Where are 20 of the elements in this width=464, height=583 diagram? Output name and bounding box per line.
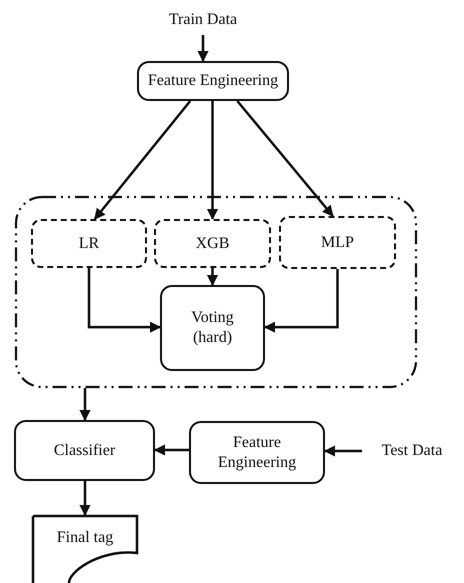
- arrow: [154, 444, 189, 456]
- arrow: [206, 101, 218, 220]
- process-box: Feature Engineering: [189, 421, 325, 484]
- arrow: [324, 445, 362, 457]
- arrow: [264, 269, 339, 333]
- arrow: [88, 268, 162, 333]
- arrow: [94, 100, 192, 220]
- process-box: Feature Engineering: [137, 61, 289, 101]
- model-box: XGB: [154, 219, 271, 268]
- document-shape: Final tag: [32, 515, 138, 583]
- arrow: [206, 268, 218, 286]
- arrow: [197, 35, 209, 62]
- arrow: [236, 100, 334, 217]
- model-box: LR: [31, 219, 147, 268]
- process-box: Voting (hard): [160, 285, 265, 371]
- ensemble-group: [15, 196, 417, 388]
- arrow: [79, 388, 91, 422]
- process-box: Classifier: [14, 420, 155, 481]
- arrow: [79, 481, 91, 516]
- model-box: MLP: [279, 216, 396, 269]
